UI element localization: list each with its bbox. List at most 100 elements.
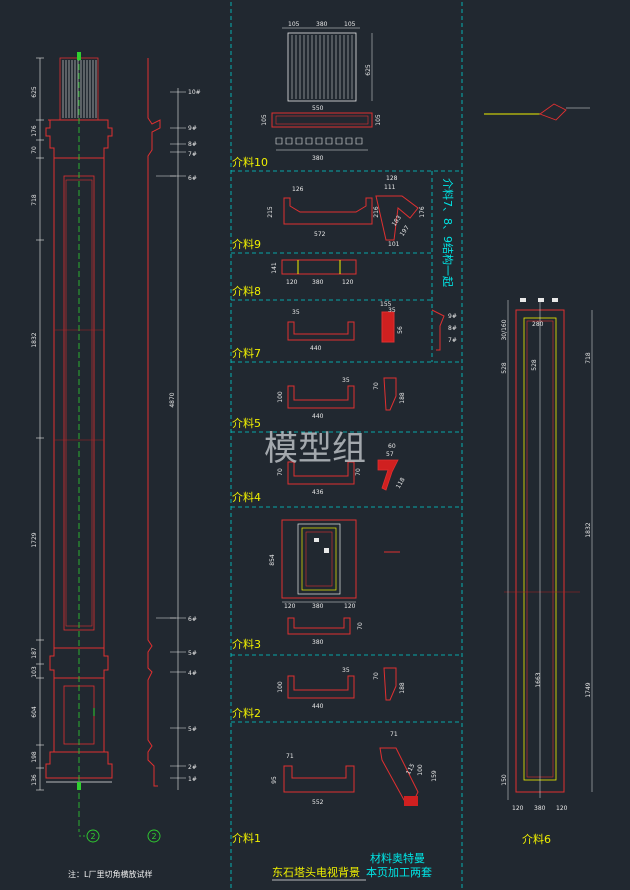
column-side-profile: 4870 10# 9# 8# 7# 6# 6# 5# 4# 5# 2# 1# [147,58,201,790]
dim-text: 380 [316,21,328,28]
level-mark: 6# [188,616,197,623]
label-part-10: 介料10 [232,155,268,169]
level-mark: 6# [188,175,197,182]
dim-total: 4870 [169,392,176,407]
dim-text: 718 [585,352,592,364]
title-material: 材料奥特曼 [370,851,425,865]
axis-markers: 2 2 [79,829,161,843]
dim-text: 625 [31,86,38,98]
title-quantity: 本页加工两套 [366,865,432,879]
dim-text: 528 [501,362,508,374]
level-mark: 5# [188,726,197,733]
title-main: 东石塔头电视背景 [272,865,360,879]
dim-text: 440 [312,703,324,710]
column-elevation [45,52,113,832]
dim-text: 1729 [31,532,38,547]
dim-text: 30/160 [501,319,508,340]
dim-text: 126 [292,186,304,193]
axis-circle-label: 2 [90,832,95,841]
level-mark: 10# [188,89,201,96]
dim-text: 552 [312,799,324,806]
dim-text: 436 [312,489,324,496]
label-part-4: 介料4 [232,490,261,504]
part-9: 126 572 215 216 128 111 101 176 197 183 [267,175,426,248]
part-3: 854 120 380 120 380 70 [269,519,400,646]
dim-text: 105 [375,114,382,126]
dim-text: 718 [31,194,38,206]
dim-text: 120 [286,279,298,286]
dim-text: 103 [31,666,38,678]
dim-text: 120 [284,603,296,610]
dim-text: 136 [31,774,38,786]
dim-text: 183 [391,214,403,228]
dim-text: 1832 [585,522,592,537]
dim-text: 100 [277,681,284,693]
dim-text: 71 [390,731,398,738]
side-note: 介料7、8、9结构一起 [441,178,455,287]
dim-text: 105 [261,114,268,126]
label-part-9: 介料9 [232,237,261,251]
dim-text: 105 [344,21,356,28]
dim-text: 528 [531,359,538,371]
part-6: 280 528 718 1832 1663 1749 30/160 528 15… [484,103,593,812]
dim-text: 120 [344,603,356,610]
dim-text: 440 [310,345,322,352]
part-2: 100 35 440 70 188 [277,667,406,710]
dim-text: 380 [312,279,324,286]
dim-text: 70 [355,468,362,476]
dim-text: 120 [556,805,568,812]
label-part-3: 介料3 [232,637,261,651]
dim-text: 70 [373,382,380,390]
part-4: 70 70 436 60 57 118 [277,443,407,496]
dim-text: 35 [388,307,396,314]
dim-text: 101 [388,241,400,248]
level-mark: 9# [188,125,197,132]
dim-text: 100 [417,764,424,776]
section-frames [230,2,463,888]
label-part-7: 介料7 [232,346,261,360]
dim-text: 115 [405,762,417,776]
watermark-text: 模型组 [264,429,366,469]
dim-text: 176 [31,125,38,137]
dim-text: 380 [312,155,324,162]
dim-text: 380 [312,603,324,610]
dim-text: 440 [312,413,324,420]
part-10: 105 380 105 625 550 380 105 105 [261,21,382,162]
dim-text: 197 [399,224,411,238]
dim-text: 120 [512,805,524,812]
level-mark: 7# [448,337,457,344]
level-mark: 2# [188,764,197,771]
dim-text: 280 [532,321,544,328]
dim-text: 118 [395,476,407,490]
dim-text: 159 [431,770,438,782]
level-mark: 7# [188,151,197,158]
dim-text: 625 [365,64,372,76]
dim-text: 176 [419,206,426,218]
dim-text: 216 [373,206,380,218]
part-8: 120 380 120 141 [271,259,357,286]
dim-text: 60 [388,443,396,450]
dim-text: 70 [31,146,38,154]
dim-text: 71 [286,753,294,760]
dim-text: 187 [31,647,38,659]
dim-text: 1749 [585,682,592,697]
dim-text: 56 [397,326,404,334]
part-1: 71 552 95 71 115 100 159 [271,731,438,806]
dim-text: 100 [277,391,284,403]
dim-text: 188 [399,392,406,404]
label-part-2: 介料2 [232,706,261,720]
dim-text: 120 [342,279,354,286]
column-dimensions: 625 176 70 718 1832 1729 187 103 604 198… [31,57,44,791]
dim-text: 380 [534,805,546,812]
dim-text: 1663 [535,672,542,687]
label-part-1: 介料1 [232,831,261,845]
level-mark: 1# [188,776,197,783]
dim-text: 198 [31,751,38,763]
dim-text: 95 [271,776,278,784]
title-block: 东石塔头电视背景 材料奥特曼 本页加工两套 [272,851,432,881]
dim-text: 35 [292,309,300,316]
dim-text: 141 [271,262,278,274]
dim-text: 188 [399,682,406,694]
label-part-5: 介料5 [232,416,261,430]
level-mark: 9# [448,313,457,320]
